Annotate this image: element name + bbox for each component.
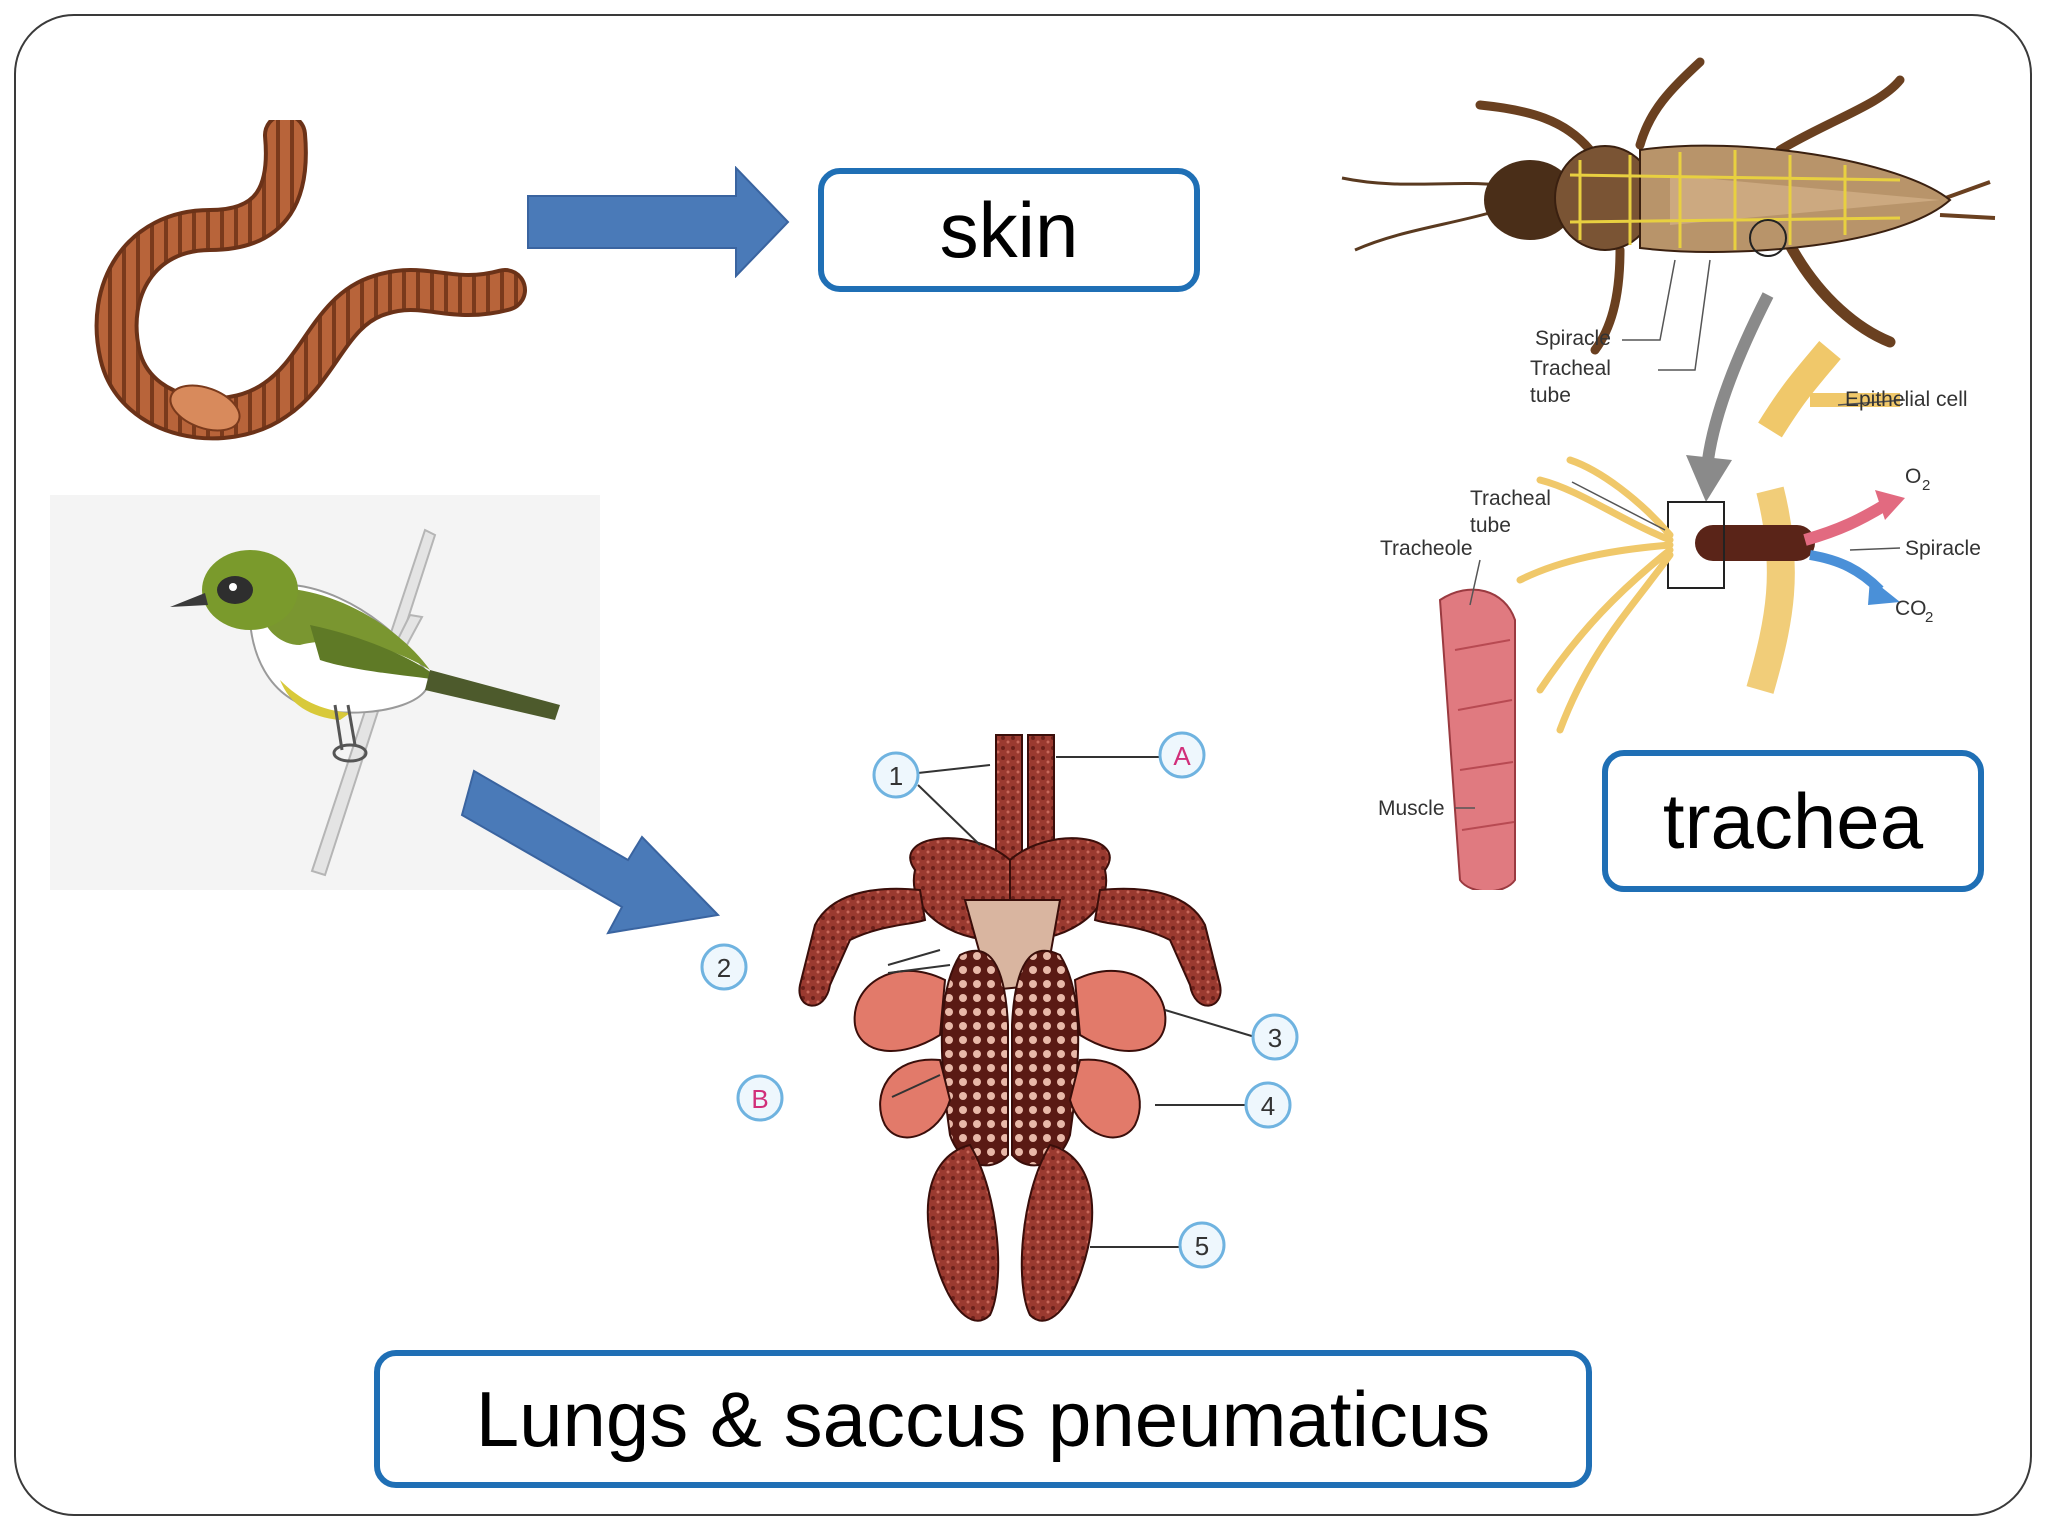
skin-label-box: skin [818,168,1200,292]
label-tracheal-tube-top: Tracheal [1530,357,1611,380]
svg-text:2: 2 [717,953,731,983]
label-tracheal-tube-top-line2: tube [1530,384,1571,407]
label-spiracle-top: Spiracle [1535,327,1611,350]
label-o2: O [1905,465,1921,488]
svg-text:5: 5 [1195,1231,1209,1261]
skin-label: skin [939,185,1079,274]
svg-text:1: 1 [889,761,903,791]
label-epithelial-cell: Epithelial cell [1845,388,1968,411]
svg-text:B: B [751,1084,768,1114]
label-o2-sub: 2 [1922,477,1930,494]
bird-lung-diagram [798,734,1256,1322]
label-muscle: Muscle [1378,797,1445,820]
label-co2-sub: 2 [1925,609,1933,626]
marker-a: A [1158,731,1206,779]
label-tracheole: Tracheole [1380,537,1473,560]
bird-lung-markers: 1 A 2 3 B 4 5 [700,731,1299,1269]
arrow-earthworm-to-skin [527,166,790,278]
marker-4: 4 [1244,1081,1292,1129]
trachea-label: trachea [1662,776,1924,865]
lungs-label: Lungs & saccus pneumaticus [475,1374,1491,1463]
marker-b: B [736,1074,784,1122]
svg-text:3: 3 [1268,1023,1282,1053]
label-spiracle-right: Spiracle [1905,537,1981,560]
svg-text:A: A [1173,741,1191,771]
marker-3: 3 [1251,1013,1299,1061]
marker-5: 5 [1178,1221,1226,1269]
trachea-label-box: trachea [1602,750,1984,892]
label-co2: CO [1895,597,1927,620]
label-tracheal-tube-mid-line2: tube [1470,514,1511,537]
arrow-bird-to-lungs [460,769,721,935]
svg-text:4: 4 [1261,1091,1275,1121]
insect-trachea-diagram: Spiracle Tracheal tube Epithelial cell O… [1341,57,1996,890]
label-tracheal-tube-mid: Tracheal [1470,487,1551,510]
lungs-label-box: Lungs & saccus pneumaticus [374,1350,1592,1488]
marker-1: 1 [872,751,920,799]
earthworm-image [94,120,527,441]
marker-2: 2 [700,943,748,991]
